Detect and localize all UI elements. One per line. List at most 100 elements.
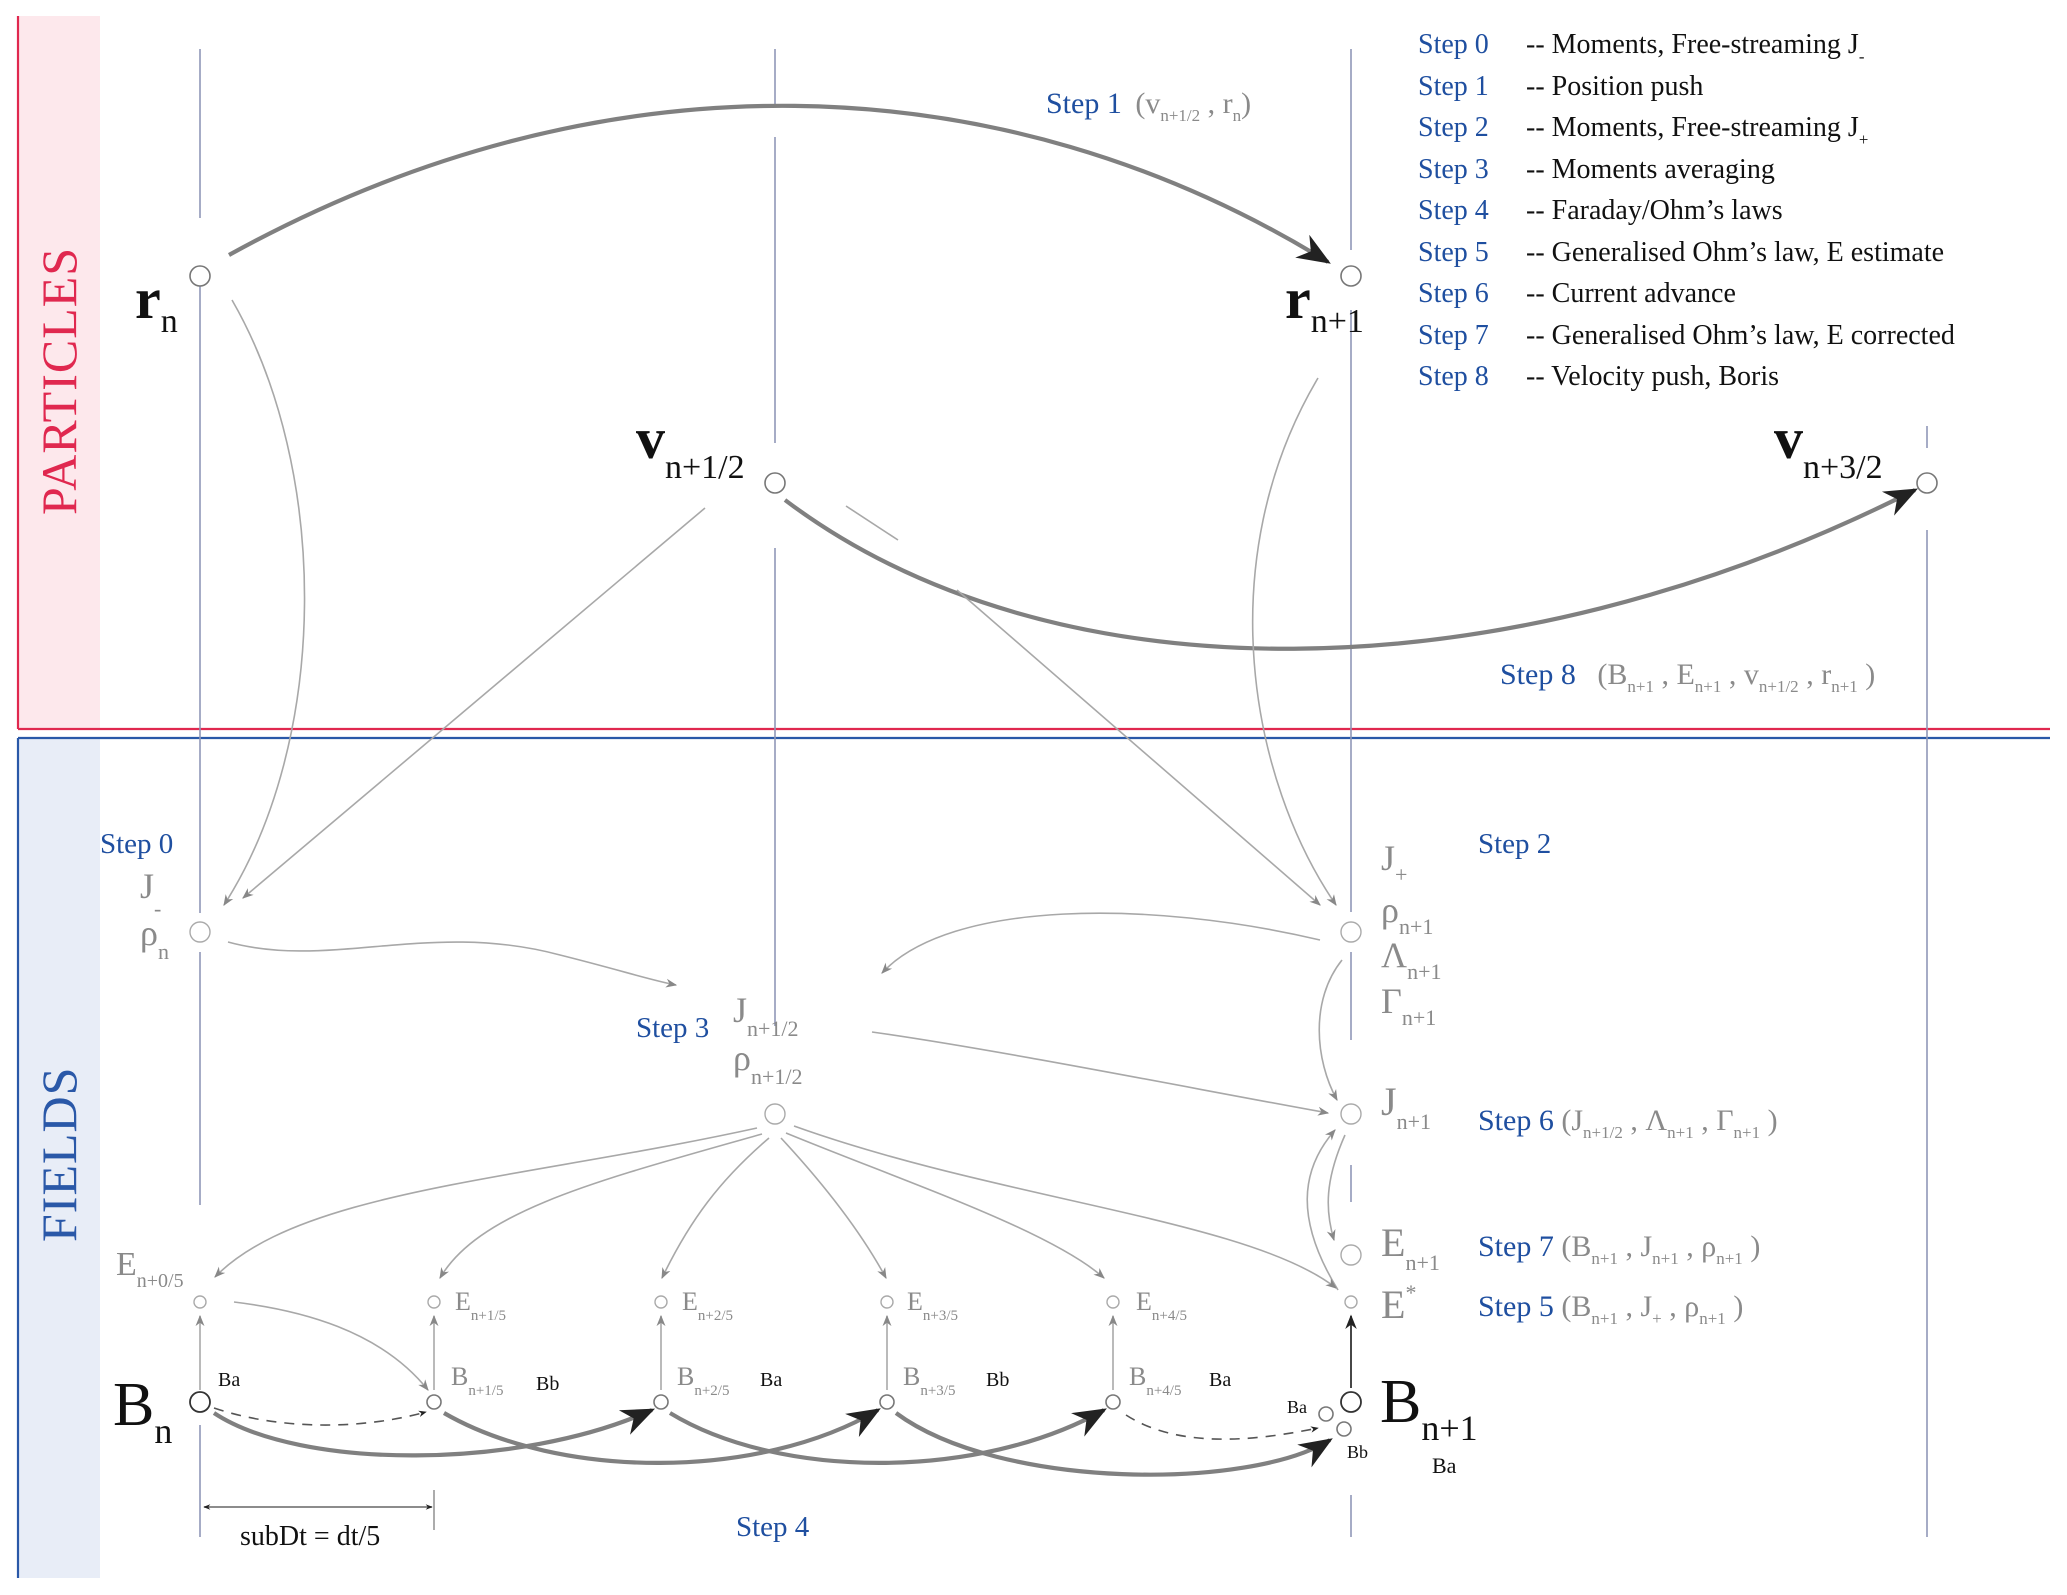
legend-desc: -- Current advance bbox=[1526, 278, 1736, 309]
label-r-n1: rn+1 bbox=[1285, 266, 1364, 340]
legend-desc: -- Moments, Free-streaming J- bbox=[1526, 29, 1864, 66]
node-j-n1 bbox=[1340, 1103, 1362, 1125]
legend-row: Step 4 -- Faraday/Ohm’s laws bbox=[1418, 195, 1783, 226]
ba-below-label: Ba bbox=[1432, 1453, 1457, 1478]
ba-bb-label: Ba bbox=[218, 1369, 240, 1391]
legend-desc: -- Faraday/Ohm’s laws bbox=[1526, 195, 1783, 226]
label-r-n: rn bbox=[135, 266, 178, 340]
legend-row: Step 6 -- Current advance bbox=[1418, 278, 1736, 309]
legend-row: Step 5 -- Generalised Ohm’s law, E estima… bbox=[1418, 237, 1944, 268]
node-e-n1 bbox=[1340, 1244, 1362, 1266]
label-b-n: Bn bbox=[113, 1371, 172, 1451]
particles-band bbox=[18, 16, 100, 728]
legend-step: Step 6 bbox=[1418, 278, 1489, 309]
label-v-3half: vn+3/2 bbox=[1774, 406, 1883, 486]
legend-step: Step 3 bbox=[1418, 154, 1489, 185]
label-b-sub: Bn+3/5 bbox=[903, 1362, 955, 1399]
b3-to-bb-arc bbox=[894, 1411, 1333, 1477]
legend-step: Step 4 bbox=[1418, 195, 1489, 226]
jhalf-to-e2-arrow bbox=[661, 1137, 770, 1280]
fields-label: FIELDS bbox=[31, 1067, 87, 1242]
time-columns bbox=[199, 49, 1928, 1537]
label-j-n1: Jn+1 bbox=[1381, 1079, 1431, 1134]
node-e-sub bbox=[654, 1295, 668, 1309]
step7-annotation: Step 7 (Bn+1 , Jn+1 , ρn+1 ) bbox=[1478, 1230, 1760, 1268]
node-e-sub bbox=[193, 1295, 207, 1309]
node-b-sub bbox=[879, 1394, 895, 1410]
vhalf-to-jplus-arrow-segment bbox=[845, 505, 899, 541]
legend-desc: -- Velocity push, Boris bbox=[1526, 361, 1779, 392]
node-bb bbox=[1336, 1421, 1352, 1437]
step-legend: Step 0-- Moments, Free-streaming J- Step… bbox=[1418, 29, 1955, 392]
b2-to-b4-arc bbox=[668, 1408, 1107, 1465]
jplus-to-jhalf-arrow bbox=[881, 912, 1321, 974]
node-e-star bbox=[1344, 1295, 1358, 1309]
label-v-half: vn+1/2 bbox=[636, 406, 745, 486]
step8-annotation: Step 8 (Bn+1 , En+1 , vn+1/2 , rn+1 ) bbox=[1500, 658, 1875, 696]
legend-step: Step 2 bbox=[1418, 112, 1489, 143]
bb-node-label: Bb bbox=[1347, 1442, 1368, 1462]
node-b-sub bbox=[653, 1394, 669, 1410]
jhalf-to-e3-arrow bbox=[780, 1137, 887, 1279]
rn-to-jminus-arrow bbox=[223, 299, 306, 906]
subdt-label: subDt = dt/5 bbox=[240, 1521, 380, 1552]
legend-step: Step 8 bbox=[1418, 361, 1489, 392]
legend-step: Step 5 bbox=[1418, 237, 1489, 268]
ba-bb-label: Ba bbox=[760, 1369, 782, 1391]
step8-velocity-push-arrow bbox=[783, 488, 1918, 651]
b1-to-b3-arc bbox=[442, 1408, 881, 1465]
node-e-sub bbox=[1106, 1295, 1120, 1309]
node-b-n1 bbox=[1340, 1391, 1362, 1413]
label-e-sub: En+2/5 bbox=[682, 1287, 733, 1324]
step0-label: Step 0 bbox=[100, 828, 173, 860]
field-labels: Step 0 Step 2 Step 3 Step 4 J - ρn J+ ρn… bbox=[100, 828, 1778, 1552]
node-e-sub bbox=[880, 1295, 894, 1309]
jhalf-to-jn1-arrow bbox=[871, 1031, 1330, 1116]
node-ba bbox=[1318, 1406, 1334, 1422]
legend-step: Step 1 bbox=[1418, 71, 1489, 102]
node-j-half bbox=[764, 1103, 786, 1125]
legend-desc: -- Generalised Ohm’s law, E estimate bbox=[1526, 237, 1944, 268]
node-b-n bbox=[189, 1391, 211, 1413]
particles-label: PARTICLES bbox=[31, 247, 87, 515]
node-j-minus bbox=[189, 921, 211, 943]
node-r-n bbox=[189, 265, 211, 287]
label-e-sub: En+3/5 bbox=[907, 1287, 958, 1324]
label-j-minus: J bbox=[140, 866, 154, 906]
label-j-half: Jn+1/2 bbox=[733, 990, 799, 1041]
legend-desc: -- Generalised Ohm’s law, E corrected bbox=[1526, 320, 1955, 351]
legend-desc: -- Moments, Free-streaming J+ bbox=[1526, 112, 1868, 149]
label-e-star: E* bbox=[1381, 1280, 1416, 1327]
node-j-plus bbox=[1340, 921, 1362, 943]
label-b-sub: Bn+2/5 bbox=[677, 1362, 729, 1399]
label-b-sub: Bn+4/5 bbox=[1129, 1362, 1181, 1399]
step1-annotation: Step 1 (vn+1/2 , rn) bbox=[1046, 87, 1251, 125]
node-b-sub bbox=[426, 1394, 442, 1410]
step6-annotation: Step 6 (Jn+1/2 , Λn+1 , Γn+1 ) bbox=[1478, 1104, 1778, 1142]
e0-to-b1-arrow bbox=[233, 1301, 429, 1391]
jhalf-to-estar-arrow bbox=[793, 1125, 1337, 1289]
ba-bb-label: Bb bbox=[536, 1373, 559, 1395]
step3-label: Step 3 bbox=[636, 1012, 709, 1044]
step5-annotation: Step 5 (Bn+1 , J+ , ρn+1 ) bbox=[1478, 1290, 1743, 1328]
legend-row: Step 2 -- Moments, Free-streaming J+ bbox=[1418, 112, 1868, 149]
particle-arrows bbox=[223, 103, 1918, 906]
jplus-to-jn1-arrow bbox=[1318, 959, 1343, 1101]
legend-step: Step 7 bbox=[1418, 320, 1489, 351]
step4-label: Step 4 bbox=[736, 1511, 810, 1543]
label-rho-half: ρn+1/2 bbox=[733, 1038, 803, 1089]
node-r-n1 bbox=[1340, 265, 1362, 287]
field-arrows bbox=[195, 912, 1357, 1530]
jn1-to-en1-arrow bbox=[1326, 1134, 1346, 1242]
label-j-plus: J+ bbox=[1381, 838, 1407, 887]
label-rho-n: ρn bbox=[140, 913, 169, 964]
label-j-minus-sub: - bbox=[154, 896, 161, 921]
node-v-3half bbox=[1916, 472, 1938, 494]
label-rho-n1: ρn+1 bbox=[1381, 890, 1433, 939]
ba-bb-label: Ba bbox=[1209, 1369, 1231, 1391]
jhalf-to-e4-arrow bbox=[785, 1132, 1105, 1279]
ba-bb-label: Bb bbox=[986, 1369, 1009, 1391]
fields-section: FIELDS bbox=[16, 736, 2050, 1578]
label-e-sub: En+1/5 bbox=[455, 1287, 506, 1324]
legend-desc: -- Position push bbox=[1526, 71, 1703, 102]
